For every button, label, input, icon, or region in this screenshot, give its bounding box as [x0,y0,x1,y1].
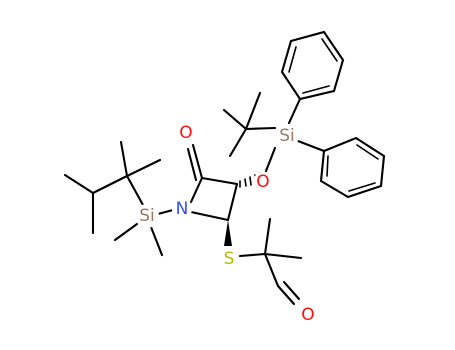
silicon-o-label: Si [275,124,299,148]
aldehyde-oxygen-label: O [298,305,318,325]
bond [125,158,162,178]
bond [189,210,230,222]
solid-wedge-bond [224,220,232,246]
bond [348,182,376,192]
bond [244,91,262,131]
nitrogen-label: N [172,199,192,219]
bond [302,85,330,94]
bond [326,155,329,177]
carbonyl-oxygen-label: O [176,123,196,143]
bond [63,173,95,195]
bond [119,140,129,178]
bond [238,252,267,258]
bonds [63,30,386,306]
bond [280,30,345,101]
bond [222,108,248,131]
bond [319,136,386,199]
bond [226,182,239,222]
bond [263,252,280,288]
atom-labels: O N Si O Si S O [135,123,318,325]
bond [276,284,296,306]
bond [264,146,277,173]
silicon-n-label: Si [135,204,159,228]
bond [263,252,303,260]
bond [296,139,326,153]
bond [287,97,302,125]
bond [200,176,239,186]
bond [91,174,129,195]
bond [186,147,198,182]
bond [149,225,164,257]
ether-oxygen-label: O [253,172,273,192]
svg-text:Si: Si [279,126,295,146]
bond [263,217,272,256]
svg-text:S: S [224,249,235,269]
bond [156,208,175,216]
bond [244,126,277,131]
bond [228,127,248,158]
bond [282,280,301,301]
bond [113,222,139,242]
bond [321,38,338,62]
svg-text:O: O [179,123,192,143]
bond [125,174,145,207]
bond [288,46,297,73]
svg-text:O: O [301,305,314,325]
svg-text:N: N [176,199,189,219]
bond [189,176,204,204]
svg-text:Si: Si [139,206,155,226]
bond [356,144,379,160]
bond [191,143,204,180]
svg-text:O: O [256,172,269,192]
sulfur-label: S [219,249,239,269]
